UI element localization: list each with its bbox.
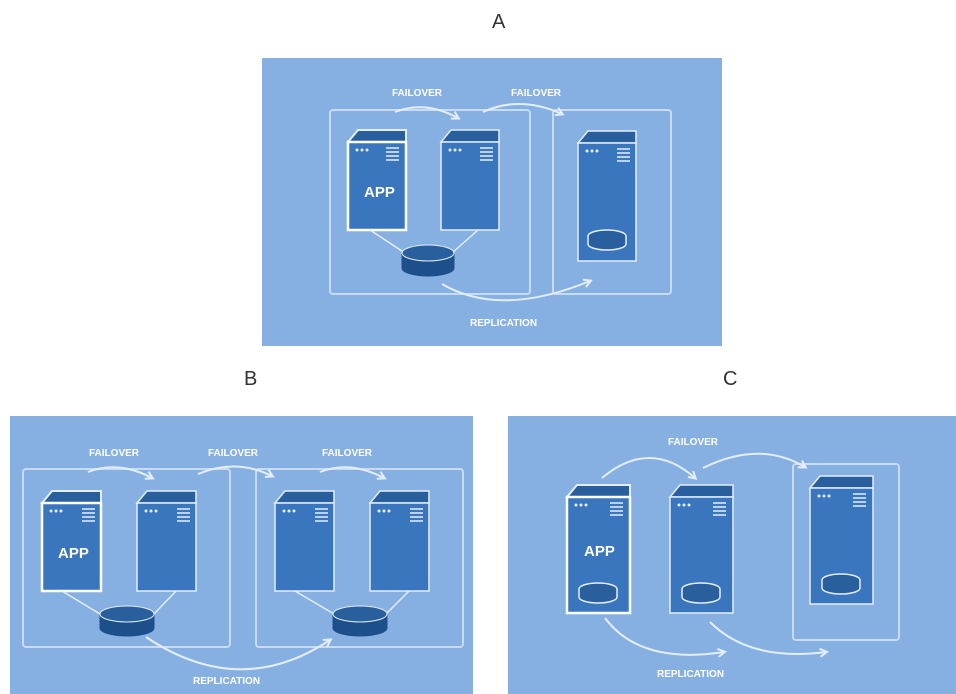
panel-a-shared-disk <box>369 229 479 277</box>
panel-a-label: A <box>492 11 506 33</box>
panel-b-failover-label-2: FAILOVER <box>208 448 259 459</box>
panel-c: APP FAILOVER <box>508 416 956 694</box>
panel-b-app-server <box>39 490 103 593</box>
panel-a-failover-label-1: FAILOVER <box>392 88 443 99</box>
panel-a-primary-site-box <box>329 109 531 295</box>
panel-a-dr-server <box>576 130 637 262</box>
panel-b-dr-server-2 <box>368 490 430 592</box>
panel-c-dr-server <box>808 475 874 605</box>
panel-c-app-server <box>564 484 632 615</box>
panel-b-failover-arrow-3 <box>319 466 384 478</box>
panel-b-failover-arrow-1 <box>87 466 152 478</box>
panel-a-failover-arrow-2 <box>482 103 562 114</box>
panel-c-failover-arrow-2 <box>702 452 805 469</box>
panel-a-secondary-site-box <box>552 109 672 295</box>
panel-b-failover-label-1: FAILOVER <box>89 448 140 459</box>
panel-b-standby-server <box>135 490 197 592</box>
panel-b-replication-label: REPLICATION <box>193 676 260 687</box>
panel-a-app-label: APP <box>364 184 395 201</box>
panel-b-replication-arrow <box>145 636 330 671</box>
panel-c-failover-arrow-1 <box>601 457 695 478</box>
panel-a-replication-label: REPLICATION <box>470 318 537 329</box>
panel-a-failover-arrow-1 <box>394 106 458 118</box>
panel-b-app-label: APP <box>58 545 89 562</box>
panel-a-app-server <box>345 129 408 232</box>
panel-c-standby-server <box>668 484 734 614</box>
panel-c-failover-label-1: FAILOVER <box>668 437 719 448</box>
panel-c-replication-arrow-2 <box>709 621 826 654</box>
panel-c-secondary-site-box <box>792 463 900 641</box>
panel-c-label: C <box>723 368 738 390</box>
panel-c-replication-arrow-1 <box>604 617 724 655</box>
panel-a-standby-server <box>439 129 500 231</box>
panel-b: APP <box>10 416 473 694</box>
panel-c-app-label: APP <box>584 543 615 560</box>
panel-b-shared-disk-1 <box>61 590 177 637</box>
panel-a-replication-arrow <box>441 281 590 302</box>
panel-b-shared-disk-2 <box>294 590 410 637</box>
panel-b-dr-server-1 <box>273 490 335 592</box>
panel-b-failover-label-3: FAILOVER <box>322 448 373 459</box>
panel-a-failover-label-2: FAILOVER <box>511 88 562 99</box>
panel-a: APP <box>262 58 722 346</box>
panel-b-failover-arrow-2 <box>197 465 272 476</box>
panel-b-label: B <box>244 368 258 390</box>
panel-c-replication-label: REPLICATION <box>657 669 724 680</box>
